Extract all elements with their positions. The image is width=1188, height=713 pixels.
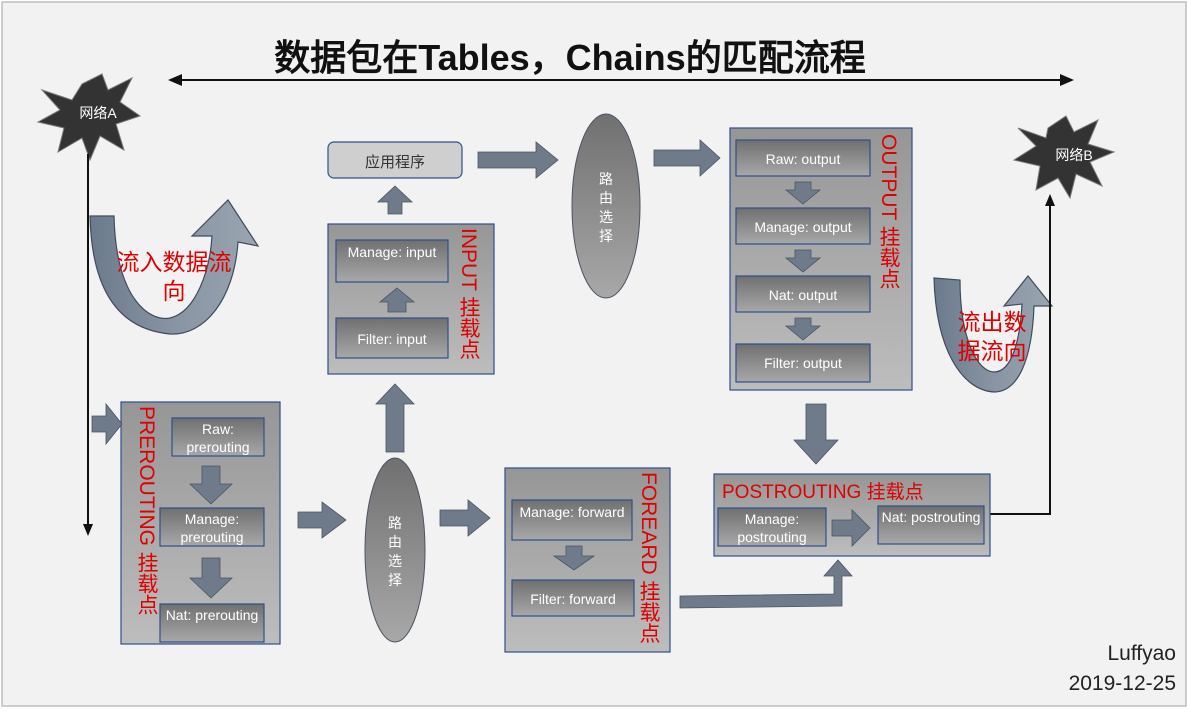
output-filter-label: Filter: output bbox=[764, 355, 842, 371]
prerouting-raw-label: Raw: prerouting bbox=[186, 421, 250, 455]
arrow-prerouting-to-routing bbox=[297, 501, 347, 539]
title-arrowhead-left bbox=[168, 74, 182, 86]
arrow-routing-to-output bbox=[653, 139, 721, 177]
app-box bbox=[327, 141, 463, 179]
arrow-prerouting-raw-to-mangle bbox=[189, 465, 233, 505]
input-filter-label: Filter: input bbox=[357, 331, 427, 347]
arrow-inflow-to-prerouting bbox=[91, 402, 123, 446]
arrow-postrouting-mangle-to-nat bbox=[831, 509, 871, 547]
network-a-burst-icon bbox=[36, 73, 142, 162]
arrow-output-mangle-to-nat bbox=[784, 249, 822, 273]
outflow-line-arrowhead bbox=[1045, 194, 1055, 206]
postrouting-mangle-label: Manage: postrouting bbox=[737, 511, 807, 545]
arrow-forward-mangle-to-filter bbox=[552, 545, 596, 571]
forward-hook-label: FOREARD 挂载点 bbox=[637, 472, 660, 644]
output-hook-label: OUTPUT 挂载点 bbox=[877, 134, 900, 289]
postrouting-hook-label: POSTROUTING 挂载点 bbox=[722, 482, 924, 503]
forward-filter-label: Filter: forward bbox=[530, 591, 616, 607]
prerouting-hook-label: PREROUTING 挂载点 bbox=[135, 406, 158, 615]
input-mangle-label: Manage: input bbox=[347, 244, 437, 260]
arrow-output-raw-to-mangle bbox=[784, 181, 822, 205]
outflow-curved-arrow bbox=[933, 275, 1054, 393]
forward-mangle-label: Manage: forward bbox=[519, 504, 625, 520]
inflow-line-arrowhead bbox=[83, 524, 93, 536]
postrouting-nat-box bbox=[877, 505, 985, 545]
arrow-output-to-postrouting bbox=[793, 403, 839, 465]
page-title: 数据包在Tables，Chains的匹配流程 bbox=[274, 37, 866, 78]
input-filter-box bbox=[335, 317, 449, 359]
output-raw-label: Raw: output bbox=[765, 151, 841, 167]
output-filter-box bbox=[735, 343, 871, 383]
app-label: 应用程序 bbox=[364, 154, 425, 171]
author-label: Luffyao bbox=[1107, 642, 1176, 665]
forward-filter-box bbox=[511, 579, 635, 617]
prerouting-mangle-label: Manage: prerouting bbox=[180, 511, 244, 545]
prerouting-nat-label: Nat: prerouting bbox=[165, 607, 259, 623]
input-hook-label: INPUT 挂载点 bbox=[457, 228, 480, 360]
arrow-input-to-app bbox=[376, 185, 414, 215]
arrow-app-to-routing bbox=[477, 141, 559, 179]
title-arrowhead-right bbox=[1060, 74, 1074, 86]
network-b-label: 网络B bbox=[1055, 147, 1093, 163]
network-a-label: 网络A bbox=[79, 105, 117, 121]
arrow-input-filter-to-mangle bbox=[378, 287, 416, 313]
output-raw-box bbox=[735, 139, 871, 177]
outflow-label: 流出数据流向 bbox=[957, 309, 1027, 364]
inflow-label: 流入数据流向 bbox=[116, 249, 232, 304]
forward-to-postrouting-connector bbox=[679, 559, 853, 609]
arrow-routing-to-input bbox=[375, 383, 415, 453]
arrow-output-nat-to-filter bbox=[784, 317, 822, 341]
output-mangle-box bbox=[735, 207, 871, 245]
postrouting-mangle-box bbox=[717, 507, 827, 547]
routing-top-label: 路由选择 bbox=[599, 171, 613, 244]
arrow-prerouting-mangle-to-nat bbox=[189, 557, 233, 599]
input-mangle-box bbox=[335, 239, 449, 283]
routing-bottom-label: 路由选择 bbox=[388, 515, 402, 588]
network-b-burst-icon bbox=[1012, 115, 1116, 200]
output-mangle-label: Manage: output bbox=[754, 219, 852, 235]
routing-top-ellipse bbox=[571, 113, 641, 299]
outflow-line bbox=[986, 204, 1051, 515]
prerouting-nat-box bbox=[159, 603, 265, 643]
output-nat-box bbox=[735, 275, 871, 313]
date-label: 2019-12-25 bbox=[1068, 672, 1176, 695]
arrow-routing-to-forward bbox=[439, 499, 491, 537]
prerouting-raw-box bbox=[171, 417, 265, 457]
inflow-curved-arrow bbox=[89, 199, 260, 335]
prerouting-mangle-box bbox=[159, 507, 265, 547]
output-nat-label: Nat: output bbox=[768, 287, 838, 303]
routing-bottom-ellipse bbox=[364, 457, 426, 643]
postrouting-nat-label: Nat: postrouting bbox=[881, 509, 981, 525]
forward-mangle-box bbox=[511, 499, 633, 541]
